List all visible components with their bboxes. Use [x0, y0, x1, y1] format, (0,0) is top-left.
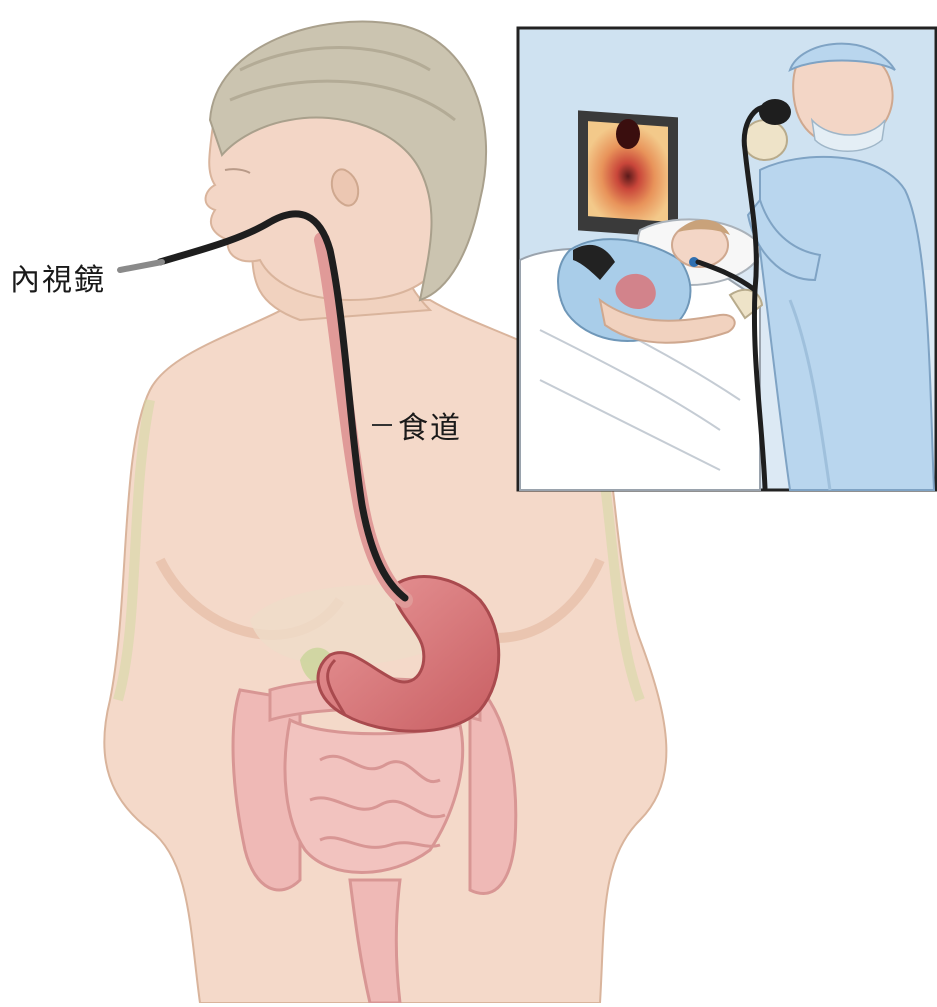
esophagus-label: 食道: [398, 403, 462, 447]
endoscope-label: 內視鏡: [10, 255, 106, 299]
inset-panel: [518, 28, 936, 490]
monitor: [578, 110, 678, 237]
